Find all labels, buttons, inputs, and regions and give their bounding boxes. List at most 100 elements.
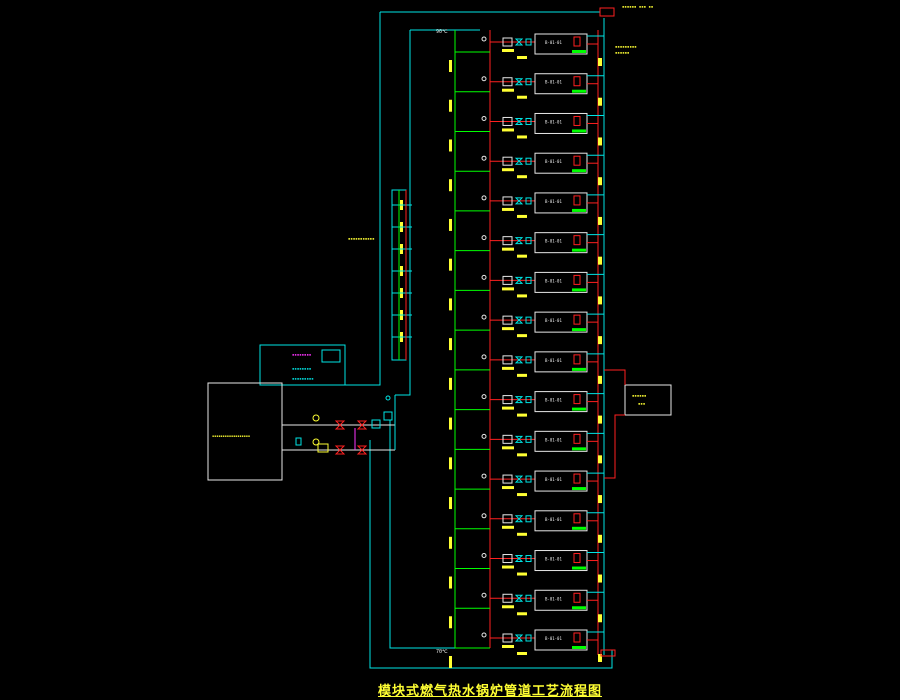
boiler-unit-label: B-01-01 xyxy=(545,278,562,283)
tag-label-right xyxy=(572,169,586,173)
tag-label xyxy=(502,605,514,609)
tag-label xyxy=(502,525,514,529)
pump-icon xyxy=(502,514,513,524)
pump-icon xyxy=(502,37,513,47)
thermometer-icon xyxy=(481,473,487,479)
filter-icon xyxy=(525,475,532,483)
control-panel-box xyxy=(259,344,346,386)
pipe-size-label xyxy=(449,218,452,231)
tag-label-bottom xyxy=(517,493,527,497)
boiler-row: B-01-01 xyxy=(449,152,604,192)
thermometer-icon xyxy=(481,235,487,241)
filter-icon xyxy=(525,78,532,86)
pipe-size-label-right xyxy=(598,336,602,345)
pipe-size-label-right xyxy=(598,455,602,464)
control-panel-screen xyxy=(321,349,341,363)
boiler-unit-label: B-01-01 xyxy=(545,477,562,482)
left-system-box xyxy=(207,382,283,481)
burner-icon xyxy=(573,592,581,603)
boiler-unit-label: B-01-01 xyxy=(545,398,562,403)
boiler-row: B-01-01 xyxy=(449,629,604,668)
tag-label xyxy=(502,406,514,410)
thermometer-icon xyxy=(481,354,487,360)
boiler-row: B-01-01 xyxy=(449,430,604,470)
tag-label-right xyxy=(572,447,586,451)
pipe-size-label-right xyxy=(598,614,602,623)
thermometer-icon xyxy=(481,632,487,638)
tag-label-bottom xyxy=(517,214,527,218)
boiler-unit-label: B-01-01 xyxy=(545,119,562,124)
tag-label-bottom xyxy=(517,612,527,616)
boiler-unit-label: B-01-01 xyxy=(545,358,562,363)
boiler-row: B-01-01 xyxy=(449,470,604,510)
pipe-size-label-right xyxy=(598,58,602,66)
system-piping xyxy=(282,395,396,455)
pipe-size-label xyxy=(449,60,452,72)
pipe-size-label xyxy=(449,377,452,390)
burner-icon xyxy=(573,274,581,285)
tag-label-right xyxy=(572,526,586,530)
valve-icon xyxy=(514,117,524,125)
control-panel-line2: ▪▪▪▪▪▪▪▪ xyxy=(292,366,311,371)
pipe-size-label xyxy=(449,417,452,430)
filter-icon xyxy=(525,316,532,324)
tag-label-right xyxy=(572,248,586,252)
boiler-row: B-01-01 xyxy=(449,232,604,271)
pump-icon xyxy=(502,355,513,365)
filter-icon xyxy=(525,157,532,165)
burner-icon xyxy=(573,36,581,47)
pipe-size-label xyxy=(449,298,452,311)
right-control-line2: ▪▪▪ xyxy=(638,401,645,406)
burner-icon xyxy=(573,473,581,484)
thermometer-icon xyxy=(481,76,487,82)
tag-label-right xyxy=(572,367,586,371)
boiler-unit-label: B-01-01 xyxy=(545,517,562,522)
tag-label-right xyxy=(572,487,586,491)
tag-label-bottom xyxy=(517,572,527,576)
bottom-right-box xyxy=(600,649,616,657)
boiler-unit-label: B-01-01 xyxy=(545,80,562,85)
filter-icon xyxy=(525,237,532,245)
pipe-size-label-right xyxy=(598,415,602,424)
pipe-size-label-right xyxy=(598,177,602,186)
tag-label-right xyxy=(572,328,586,332)
tag-label-right xyxy=(572,208,586,212)
tag-label-right xyxy=(572,288,586,292)
inner-return-loop xyxy=(389,420,455,649)
tag-label xyxy=(502,49,514,52)
boiler-row: B-01-01 xyxy=(449,311,604,351)
tag-label xyxy=(502,168,514,172)
pipe-size-label-right xyxy=(598,574,602,583)
pump-icon xyxy=(502,116,513,126)
pipe-size-label-right xyxy=(598,256,602,265)
tag-label xyxy=(502,128,514,132)
pipe-size-label xyxy=(449,139,452,152)
pump-icon xyxy=(502,434,513,444)
burner-icon xyxy=(573,632,581,643)
boiler-row: B-01-01 xyxy=(449,33,604,72)
svg-text:▪▪▪▪▪▪▪▪▪▪▪: ▪▪▪▪▪▪▪▪▪▪▪ xyxy=(348,236,375,241)
pipe-size-label-right xyxy=(598,495,602,504)
boiler-row: B-01-01 xyxy=(449,112,604,152)
tag-label-bottom xyxy=(517,135,527,139)
valve-icon xyxy=(514,555,524,563)
tag-label-bottom xyxy=(517,413,527,417)
pump-icon xyxy=(502,156,513,166)
filter-icon xyxy=(525,38,532,46)
filter-icon xyxy=(525,634,532,642)
filter-icon xyxy=(525,555,532,563)
pipe-size-label xyxy=(449,99,452,112)
filter-icon xyxy=(525,356,532,364)
tag-label xyxy=(502,287,514,291)
thermometer-icon xyxy=(481,155,487,161)
pipe-size-label xyxy=(449,258,452,271)
burner-icon xyxy=(573,235,581,246)
pipe-size-label xyxy=(449,656,452,668)
boiler-unit-label: B-01-01 xyxy=(545,557,562,562)
valve-icon xyxy=(514,38,524,46)
pump-icon xyxy=(502,275,513,285)
thermometer-icon xyxy=(481,274,487,280)
burner-icon xyxy=(573,394,581,405)
filter-icon xyxy=(525,594,532,602)
